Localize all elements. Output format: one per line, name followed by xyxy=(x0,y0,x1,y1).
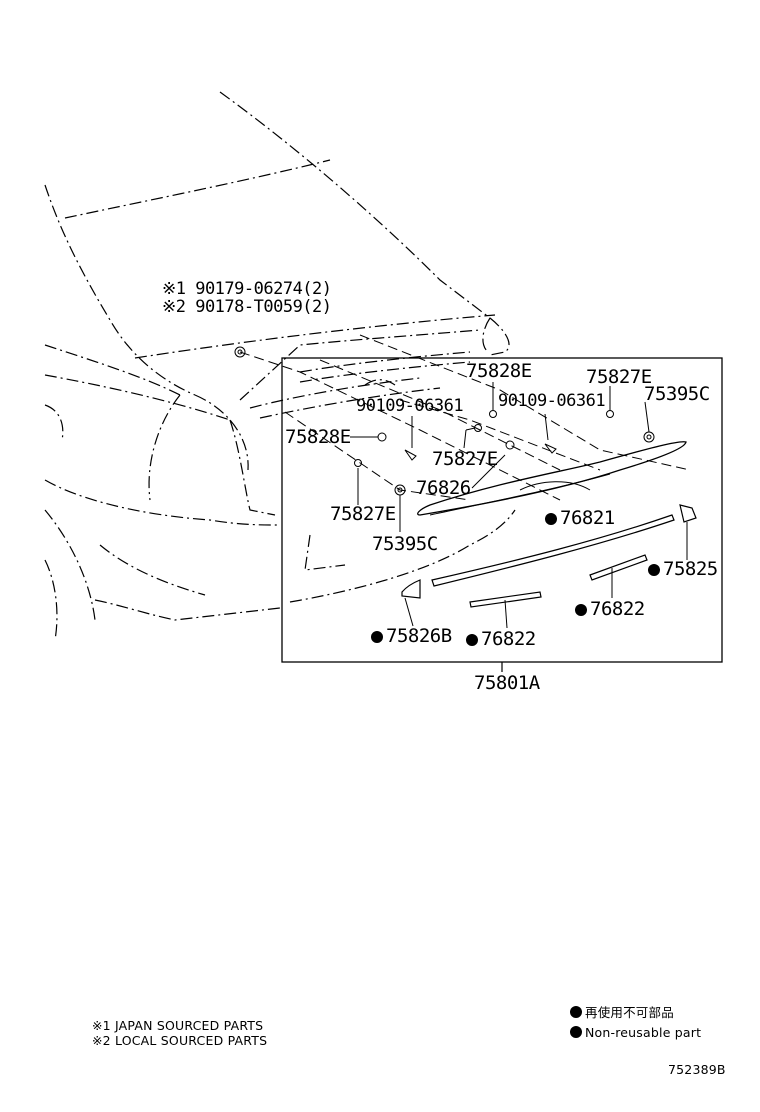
diagram-id: 752389B xyxy=(668,1062,726,1077)
endcap-75825 xyxy=(679,504,697,523)
part-label-76822-low[interactable]: 76822 xyxy=(466,630,536,649)
part-label-76821[interactable]: 76821 xyxy=(545,509,615,528)
part-label-75825[interactable]: 75825 xyxy=(648,560,718,579)
part-label-75826B[interactable]: 75826B xyxy=(371,627,452,646)
part-label-75827E-top[interactable]: 75827E xyxy=(586,366,652,388)
part-label-75395C-low[interactable]: 75395C xyxy=(372,533,438,555)
part-label-75827E-mid[interactable]: 75827E xyxy=(432,448,498,470)
note-local-sourced: ※2 LOCAL SOURCED PARTS xyxy=(92,1033,268,1048)
alignment-lines xyxy=(239,334,691,501)
endcap-75826B xyxy=(401,579,421,599)
nonreusable-dot xyxy=(466,634,478,646)
part-number: 75825 xyxy=(663,558,718,580)
part-label-75828E-top[interactable]: 75828E xyxy=(466,360,532,382)
part-label-75827E-low[interactable]: 75827E xyxy=(330,503,396,525)
ref-label-1[interactable]: ※1 90179-06274(2) xyxy=(162,279,332,299)
part-label-76822-right[interactable]: 76822 xyxy=(575,600,645,619)
nonreusable-dot xyxy=(371,631,383,643)
strip-76821 xyxy=(431,514,675,587)
legend-dot-icon xyxy=(570,1026,582,1038)
legend-text: Non-reusable part xyxy=(585,1025,702,1040)
legend-nonreusable-en: Non-reusable part xyxy=(570,1026,701,1040)
strip-76822-low xyxy=(469,591,542,608)
ref-label-2[interactable]: ※2 90178-T0059(2) xyxy=(162,297,332,317)
spoiler-body-76826 xyxy=(417,441,687,516)
part-label-75801A[interactable]: 75801A xyxy=(474,672,540,694)
legend-dot-icon xyxy=(570,1006,582,1018)
spoiler-phantom xyxy=(289,379,516,603)
nonreusable-dot xyxy=(648,564,660,576)
part-label-90109-left[interactable]: 90109-06361 xyxy=(356,396,464,416)
car-body-outline xyxy=(44,91,510,641)
part-label-76826[interactable]: 76826 xyxy=(416,477,471,499)
nonreusable-dot xyxy=(545,513,557,525)
part-number: 76821 xyxy=(560,507,615,529)
part-number: 76822 xyxy=(481,628,536,650)
part-label-75395C-top[interactable]: 75395C xyxy=(644,383,710,405)
part-label-75828E-left[interactable]: 75828E xyxy=(285,426,351,448)
part-label-90109-right[interactable]: 90109-06361 xyxy=(498,391,606,411)
note-japan-sourced: ※1 JAPAN SOURCED PARTS xyxy=(92,1018,264,1033)
part-number: 75826B xyxy=(386,625,452,647)
legend-nonreusable-jp: 再使用不可部品 xyxy=(570,1006,674,1020)
nonreusable-dot xyxy=(575,604,587,616)
part-number: 76822 xyxy=(590,598,645,620)
legend-text: 再使用不可部品 xyxy=(585,1005,674,1020)
strip-76822-right xyxy=(589,554,648,581)
leader-lines xyxy=(350,382,688,629)
